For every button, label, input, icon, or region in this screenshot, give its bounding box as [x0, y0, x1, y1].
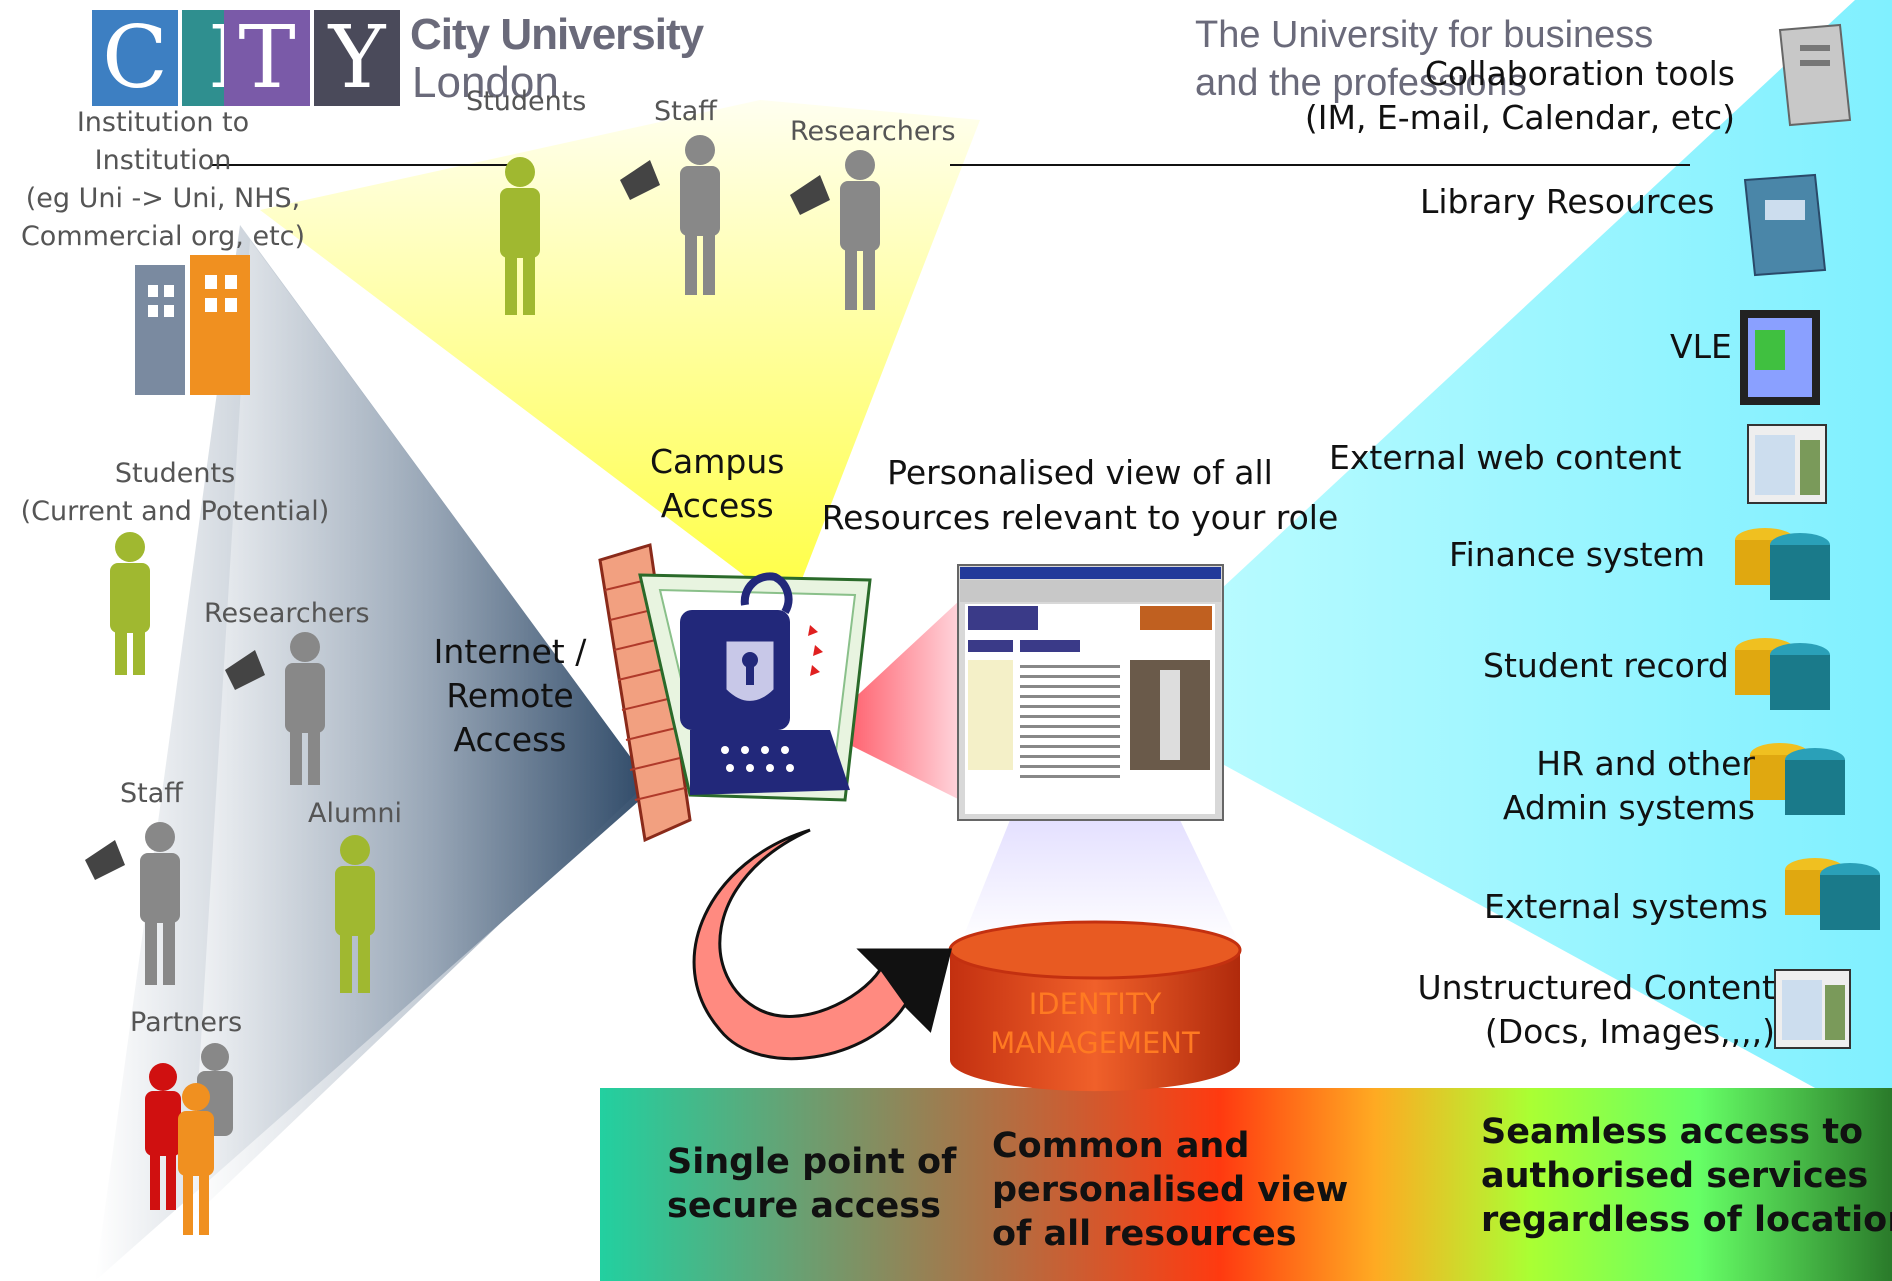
- hr-line1: HR and other: [1536, 744, 1755, 783]
- logo-letter-c: C: [92, 10, 178, 106]
- external-web-page-icon: [1747, 424, 1827, 504]
- vle-monitor-icon: [1740, 310, 1820, 405]
- unstructured-line1: Unstructured Content: [1417, 968, 1775, 1007]
- institution-buildings-icon: [135, 255, 250, 395]
- university-city: London: [412, 58, 559, 107]
- campus-access-label: Campus Access: [650, 440, 784, 528]
- logo-letter-t: T: [224, 10, 310, 106]
- identity-database-icon: [948, 920, 1242, 1092]
- collab-line2: (IM, E-mail, Calendar, etc): [1304, 98, 1735, 137]
- benefits-band: [600, 1088, 1892, 1281]
- alumni-label: Alumni: [308, 798, 402, 829]
- lock-to-portal-beam: [820, 600, 960, 800]
- external-systems-label: External systems: [1484, 887, 1768, 926]
- resources-beam: [1215, 0, 1892, 1130]
- benefit-personalised-view: Common and personalised view of all reso…: [992, 1124, 1348, 1256]
- logo-letter-y: Y: [314, 10, 400, 106]
- remote-researchers-label: Researchers: [204, 598, 370, 629]
- university-name: City University: [410, 10, 704, 59]
- remote-students-line1: Students: [114, 458, 236, 489]
- hr-line2: Admin systems: [1502, 788, 1755, 827]
- portal-to-identity-beam: [960, 820, 1240, 945]
- external-systems-database-icon: [1785, 858, 1880, 930]
- institution-line3: (eg Uni -> Uni, NHS,: [25, 183, 301, 214]
- benefit3-line2: authorised services: [1481, 1156, 1869, 1196]
- unstructured-line2: (Docs, Images,,,,): [1484, 1012, 1775, 1051]
- remote-access-line3: Access: [453, 720, 567, 759]
- benefit1-line2: secure access: [667, 1186, 941, 1226]
- remote-students-line2: (Current and Potential): [20, 496, 330, 527]
- benefit2-line1: Common and: [992, 1126, 1250, 1166]
- portal-caption-line2: Resources relevant to your role: [821, 498, 1339, 537]
- campus-researchers-label: Researchers: [790, 116, 956, 147]
- portal-caption: Personalised view of all Resources relev…: [815, 450, 1345, 540]
- researcher-laptop-figure-icon: [790, 150, 880, 310]
- secure-computer-icon: [638, 572, 872, 802]
- benefit-secure-access: Single point of secure access: [667, 1140, 956, 1228]
- server-tower-icon: [1778, 23, 1852, 127]
- staff-laptop-figure-icon: [620, 135, 720, 295]
- remote-researcher-figure-icon: [225, 632, 325, 785]
- benefit3-line1: Seamless access to: [1481, 1112, 1864, 1152]
- institution-line2: Institution: [94, 145, 232, 176]
- benefit-seamless-access: Seamless access to authorised services r…: [1481, 1110, 1892, 1242]
- finance-system-label: Finance system: [1449, 535, 1706, 574]
- partners-label: Partners: [130, 1007, 243, 1038]
- benefit1-line1: Single point of: [667, 1142, 957, 1182]
- institution-line4: Commercial org, etc): [20, 221, 306, 252]
- finance-database-icon: [1735, 528, 1830, 600]
- benefit2-line2: personalised view: [992, 1170, 1349, 1210]
- library-server-icon: [1743, 173, 1827, 277]
- remote-access-label: Internet / Remote Access: [420, 630, 600, 762]
- campus-access-beam: [260, 100, 980, 610]
- identity-line2: MANAGEMENT: [990, 1026, 1200, 1060]
- unstructured-content-page-icon: [1774, 969, 1851, 1049]
- curved-arrow-icon: [692, 828, 952, 1061]
- campus-access-line2: Access: [660, 486, 774, 525]
- campus-students-label: Students: [466, 86, 587, 117]
- portal-screenshot-icon: [957, 564, 1224, 821]
- campus-staff-label: Staff: [654, 96, 717, 127]
- remote-access-line2: Remote: [446, 676, 574, 715]
- unstructured-content-label: Unstructured Content (Docs, Images,,,,): [1380, 966, 1775, 1054]
- identity-management-label: IDENTITY MANAGEMENT: [965, 985, 1225, 1063]
- remote-staff-figure-icon: [85, 822, 180, 985]
- institution-label: Institution to Institution (eg Uni -> Un…: [8, 104, 318, 256]
- library-resources-label: Library Resources: [1420, 182, 1715, 221]
- collab-tools-label: Collaboration tools (IM, E-mail, Calenda…: [1280, 52, 1735, 140]
- remote-student-figure-icon: [110, 532, 150, 675]
- student-record-database-icon: [1735, 638, 1830, 710]
- benefit3-line3: regardless of location: [1481, 1200, 1892, 1240]
- remote-access-line1: Internet /: [433, 632, 587, 671]
- identity-line1: IDENTITY: [1028, 987, 1162, 1021]
- student-figure-icon: [500, 157, 540, 315]
- collab-line1: Collaboration tools: [1424, 54, 1735, 93]
- institution-line1: Institution to: [76, 107, 250, 138]
- remote-staff-label: Staff: [120, 778, 183, 809]
- partners-group-icon: [145, 1043, 233, 1235]
- vle-label: VLE: [1670, 327, 1732, 366]
- portal-caption-line1: Personalised view of all: [887, 453, 1273, 492]
- alumni-figure-icon: [335, 835, 375, 993]
- benefit2-line3: of all resources: [992, 1214, 1297, 1254]
- student-record-label: Student record: [1483, 646, 1729, 685]
- tagline-line2: and the professions: [1195, 62, 1527, 104]
- hr-admin-label: HR and other Admin systems: [1480, 742, 1755, 830]
- hr-database-icon: [1750, 743, 1845, 815]
- tagline-line1: The University for business: [1195, 14, 1654, 56]
- remote-students-label: Students (Current and Potential): [5, 455, 345, 531]
- campus-access-line1: Campus: [650, 442, 785, 481]
- external-web-content-label: External web content: [1329, 438, 1682, 477]
